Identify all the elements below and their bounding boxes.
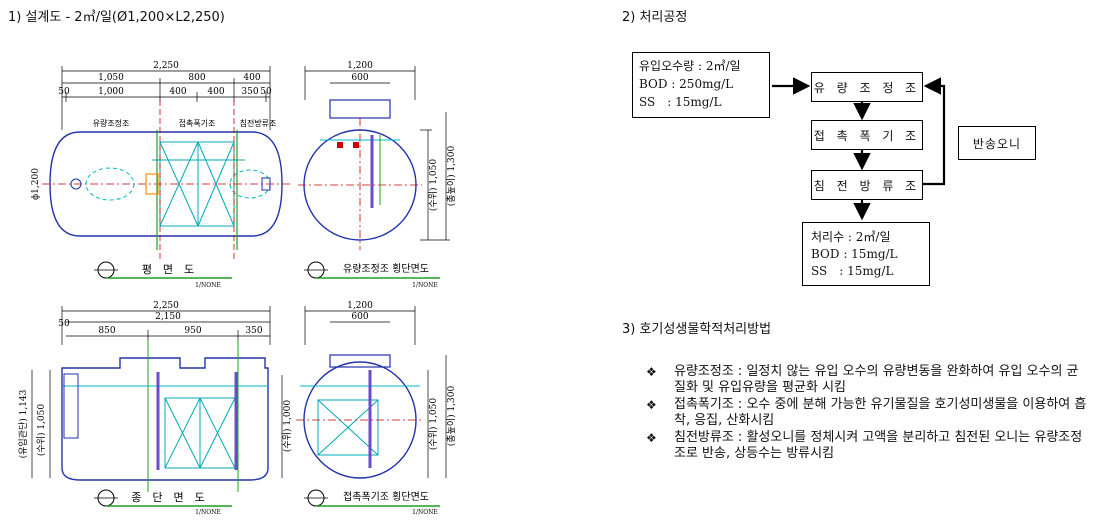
outflow-box: 처리수 : 2㎥/일 BOD : 15mg/L SS : 15mg/L: [802, 222, 930, 286]
diamond-bullet-icon: ❖: [646, 365, 657, 379]
step-settling-discharge: 침 전 방 류 조: [811, 170, 923, 200]
bullet-text: 접촉폭기조 : 오수 중에 분해 가능한 유기물질을 호기성미생물을 이용하여 …: [674, 397, 1087, 428]
plan-dim: 400: [207, 87, 224, 97]
step-flow-equalization: 유 량 조 정 조: [811, 72, 923, 102]
section-a-dim: 600: [351, 73, 368, 83]
plan-dim: 50: [58, 87, 70, 97]
list-item: ❖ 유량조정조 : 일정치 않는 유입 오수의 유량변동을 완화하여 유입 오수…: [640, 364, 1090, 396]
elev-dim: 950: [184, 326, 201, 336]
section-a-side-dim: (총높이) 1,300: [446, 145, 457, 206]
inflow-line: 유입오수량 : 2㎥/일: [639, 59, 741, 73]
return-sludge-box: 반송오니: [958, 126, 1036, 160]
section-a-side-dim: (수위) 1,050: [428, 159, 439, 211]
inflow-line: BOD : 250mg/L: [639, 77, 734, 91]
section-b-scale: 1/NONE: [412, 509, 438, 516]
plan-dim-total: 2,250: [153, 61, 179, 71]
section-b-caption: 접촉폭기조 횡단면도: [343, 491, 429, 503]
design-drawings: 2,250 1,050 800 400 50 1,000 400 400 350…: [17, 61, 457, 516]
elev-dim: 50: [58, 319, 70, 329]
process-flow-arrows: [772, 77, 946, 221]
elev-scale: 1/NONE: [195, 509, 221, 516]
section-a-scale: 1/NONE: [412, 282, 438, 289]
elev-dim: 350: [245, 326, 262, 336]
list-item: ❖ 침전방류조 : 활성오니를 정체시켜 고액을 분리하고 침전된 오니는 유량…: [640, 430, 1090, 462]
plan-dim: 1,050: [98, 73, 124, 83]
plan-side-dim: ϕ1,200: [31, 168, 41, 200]
plan-caption: 평 면 도: [142, 263, 194, 276]
elev-right-dim: (수위) 1,000: [282, 400, 293, 452]
method-bullet-list: ❖ 유량조정조 : 일정치 않는 유입 오수의 유량변동을 완화하여 유입 오수…: [640, 364, 1090, 463]
diamond-bullet-icon: ❖: [646, 431, 657, 445]
section-a-dim: 1,200: [347, 61, 373, 71]
design-heading: 1) 설계도 - 2㎥/일(Ø1,200×L2,250): [8, 10, 225, 25]
process-heading: 2) 처리공정: [622, 10, 688, 25]
plan-dim: 800: [188, 73, 205, 83]
inflow-box: 유입오수량 : 2㎥/일 BOD : 250mg/L SS : 15mg/L: [632, 52, 770, 118]
section-a-caption: 유량조정조 횡단면도: [343, 263, 429, 275]
elev-dim-total: 2,250: [153, 301, 179, 311]
plan-zone-label: 접촉폭기조: [179, 118, 216, 128]
section-b-side-dim: (총높이) 1,300: [446, 385, 457, 446]
bullet-text: 유량조정조 : 일정치 않는 유입 오수의 유량변동을 완화하여 유입 오수의 …: [674, 364, 1079, 395]
plan-zone-label: 유량조정조: [93, 118, 130, 128]
elev-dim: 2,150: [155, 312, 181, 322]
outflow-line: 처리수 : 2㎥/일: [811, 230, 891, 244]
bullet-text: 침전방류조 : 활성오니를 정체시켜 고액을 분리하고 침전된 오니는 유량조정…: [674, 430, 1083, 461]
plan-dim: 350: [241, 87, 258, 97]
elev-dim: 850: [98, 326, 115, 336]
list-item: ❖ 접촉폭기조 : 오수 중에 분해 가능한 유기물질을 호기성미생물을 이용하…: [640, 397, 1090, 429]
section-b-side-dim: (수위) 1,050: [428, 398, 439, 450]
elev-side-dim: (유입관단) 1,143: [17, 389, 29, 458]
plan-scale: 1/NONE: [195, 282, 221, 289]
inflow-line: SS : 15mg/L: [639, 95, 722, 109]
outflow-line: SS : 15mg/L: [811, 264, 894, 278]
step-contact-aeration: 접 촉 폭 기 조: [811, 120, 923, 150]
plan-dim: 50: [260, 87, 272, 97]
section-b-dim: 600: [351, 312, 368, 322]
section-b-dim: 1,200: [347, 301, 373, 311]
plan-zone-label: 침전방류조: [240, 118, 277, 128]
plan-dim: 1,000: [98, 87, 124, 97]
plan-dim: 400: [169, 87, 186, 97]
method-heading: 3) 호기성생물학적처리방법: [622, 322, 772, 337]
elev-caption: 종 단 면 도: [131, 491, 204, 504]
plan-dim: 400: [243, 73, 260, 83]
elev-side-dim: (수위) 1,050: [36, 404, 47, 456]
outflow-line: BOD : 15mg/L: [811, 247, 898, 261]
diamond-bullet-icon: ❖: [646, 398, 657, 412]
